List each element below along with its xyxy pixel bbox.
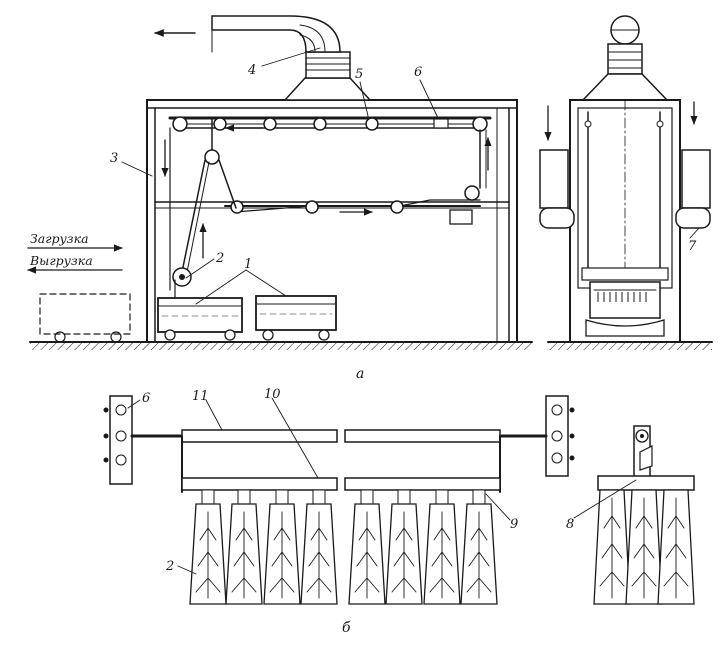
callout-b-9: 9 [510,517,518,532]
brush [300,489,338,605]
callout-4: 4 [247,63,256,78]
brush-row [189,489,498,605]
brush [348,489,386,605]
side-brush [657,489,695,605]
side-brush [593,489,631,605]
brush [385,489,423,605]
hoist [161,117,237,301]
caption-a: а [356,366,364,382]
leader-lines-a [121,47,439,305]
brush [263,489,301,605]
callout-b-8: 8 [566,517,574,532]
leader-lines-b [127,397,511,575]
callout-b-2: 2 [165,559,174,574]
unloading-label: Выгрузка [29,253,93,268]
callout-5: 5 [355,67,363,82]
callout-b-11: 11 [192,389,209,404]
brush [189,489,227,605]
callout-1: 1 [244,257,252,272]
dip-tanks [157,295,337,341]
view-a-front: Загрузка Выгрузка 4 5 6 3 2 1 [27,15,533,350]
view-b-side: 8 [566,425,695,605]
side-brush [625,489,663,605]
exhaust-duct [154,15,372,101]
view-b-main: 6 11 10 9 2 [103,387,575,605]
callout-b-6: 6 [142,391,150,406]
callout-2: 2 [215,251,224,266]
view-a-side: 7 [539,15,713,350]
upper-conveyor [168,116,492,189]
lower-conveyor [224,137,492,225]
callout-b-10: 10 [264,387,281,402]
callout-7: 7 [688,239,697,254]
brush [423,489,461,605]
transfer-trolley [39,293,131,343]
loading-label: Загрузка [30,231,89,246]
callout-6: 6 [414,65,422,80]
callout-3: 3 [110,151,118,166]
brush [460,489,498,605]
caption-b: б [342,620,351,636]
brush [225,489,263,605]
ground-hatch [30,342,532,350]
